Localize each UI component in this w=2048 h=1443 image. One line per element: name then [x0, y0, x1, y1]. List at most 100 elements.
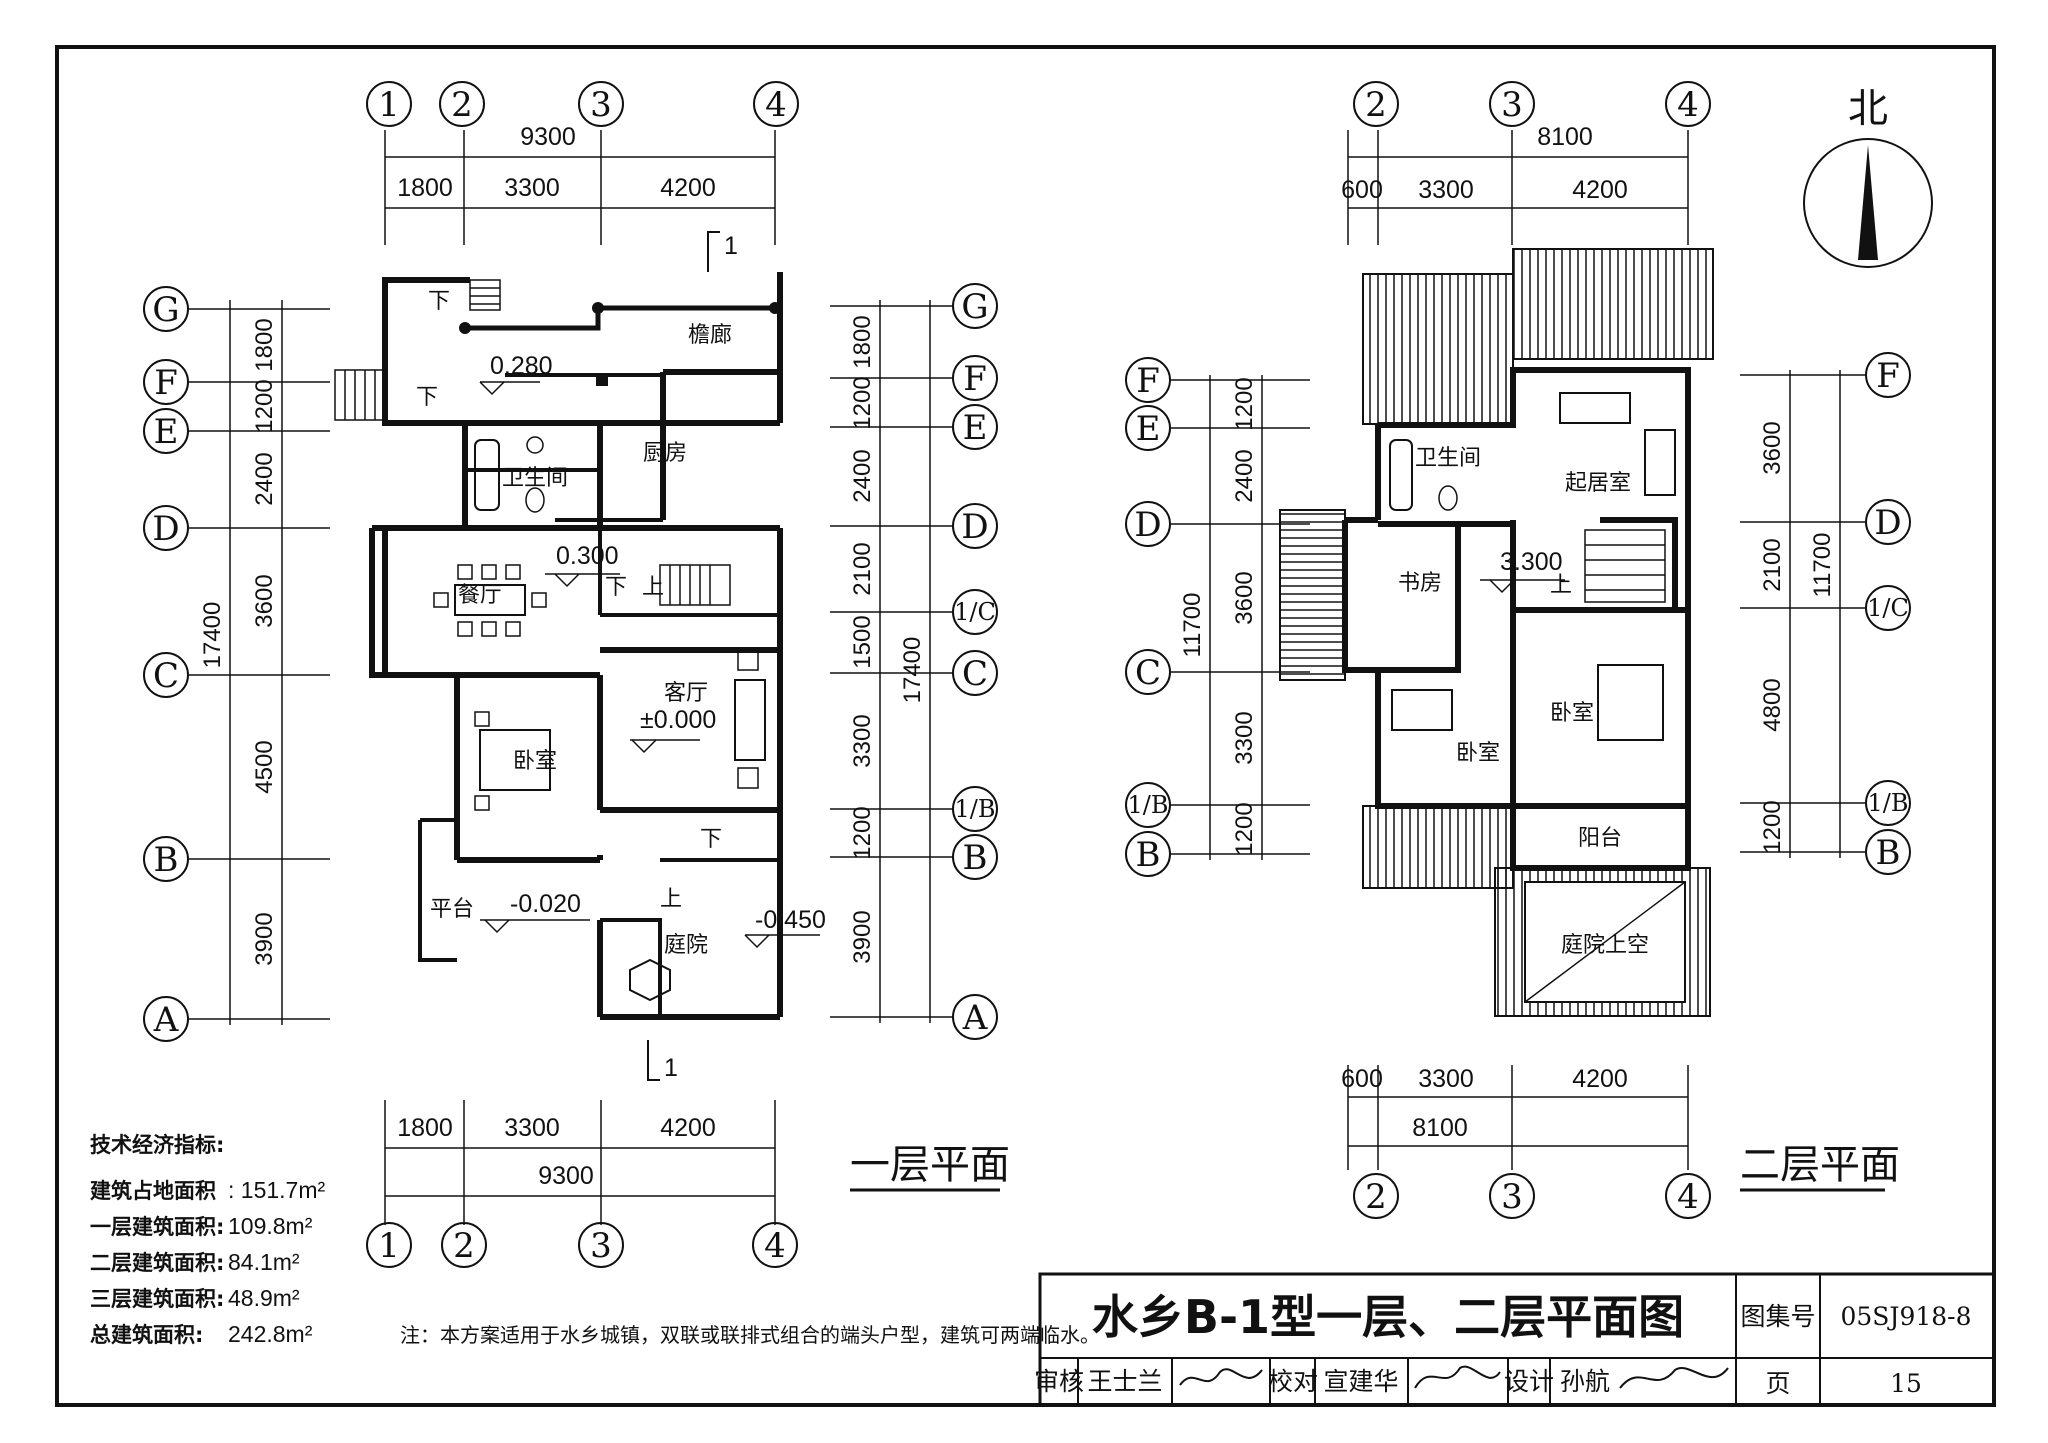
p1-dim-top-seg-2: 3300	[504, 174, 560, 202]
p2-axis-left-D: D	[1125, 501, 1171, 547]
stats-value-2: 109.8m²	[228, 1213, 313, 1239]
p2-dim-left-seg-4: 3300	[1231, 711, 1258, 764]
p1-section-mark-bottom: 1	[664, 1054, 678, 1082]
svg-text:A: A	[962, 998, 988, 1038]
tech-econ-stats: 技术经济指标: 建筑占地面积 : 151.7m² 一层建筑面积: 109.8m²…	[90, 1133, 325, 1347]
p1-dim-right-seg-5: 1500	[849, 615, 876, 668]
p2-dim-bottom-seg-3: 4200	[1572, 1065, 1628, 1093]
p1-dim-left-seg-3: 2400	[251, 452, 278, 505]
p1-axis-left-C: C	[143, 652, 189, 698]
p1-sofa	[734, 649, 766, 789]
svg-text:-0.450: -0.450	[755, 906, 826, 934]
design-signature	[1619, 1367, 1729, 1389]
p2-dim-right-seg-1: 3600	[1759, 421, 1786, 474]
p2-dim-total-top: 8100	[1537, 123, 1593, 151]
p1-up-label-1: 上	[642, 575, 664, 600]
p1-axis-bottom-1: 1	[366, 1222, 412, 1268]
p1-dim-right-seg-4: 2100	[849, 542, 876, 595]
stats-label-4: 三层建筑面积:	[90, 1287, 224, 1311]
p1-axis-right-E: E	[952, 404, 998, 450]
p2-roof-west	[1279, 509, 1346, 681]
p2-axis-bottom-4: 4	[1665, 1173, 1711, 1219]
p1-section-mark-top: 1	[724, 232, 738, 260]
stats-label-2: 一层建筑面积:	[90, 1215, 224, 1239]
p1-axis-right-C: C	[952, 650, 998, 696]
p2-axis-right-D: D	[1865, 499, 1911, 545]
second-floor-plan: 2 3 4 8100 600 3300 4200 北 F E D C 1/B B	[1125, 81, 1933, 1219]
svg-text:1/C: 1/C	[1867, 594, 1909, 622]
p1-room-living: 客厅	[664, 681, 708, 706]
p2-dim-left-total: 11700	[1179, 593, 1206, 658]
stats-label-1: 建筑占地面积	[90, 1179, 216, 1203]
svg-text:B: B	[963, 838, 988, 878]
p1-axis-right-1C: 1/C	[952, 589, 998, 635]
svg-text:1/B: 1/B	[1868, 789, 1909, 817]
check-label: 校对	[1268, 1367, 1318, 1396]
p2-dim-total-bottom: 8100	[1412, 1114, 1468, 1142]
p1-dim-left-seg-2: 1200	[251, 379, 278, 432]
p1-axis-left-E: E	[143, 408, 189, 454]
svg-text:4: 4	[765, 85, 787, 125]
p1-axis-right-D: D	[952, 503, 998, 549]
p1-dim-total-top: 9300	[520, 123, 576, 151]
p1-bed	[474, 711, 551, 811]
p1-stair-side	[334, 369, 386, 421]
p1-axis-bottom-4: 4	[752, 1222, 798, 1268]
p1-up-label-2: 上	[660, 887, 682, 912]
stats-value-5: 242.8m²	[228, 1321, 313, 1347]
p2-axis-right-1B: 1/B	[1865, 780, 1911, 826]
p2-dim-left-seg-3: 3600	[1231, 571, 1258, 624]
p1-axis-top-2: 2	[439, 81, 485, 127]
p2-bed-a	[1391, 689, 1453, 731]
svg-text:E: E	[963, 408, 988, 448]
svg-text:E: E	[1136, 409, 1161, 449]
svg-text:E: E	[154, 412, 179, 452]
svg-text:3: 3	[590, 1226, 612, 1266]
p1-room-dining: 餐厅	[458, 583, 502, 608]
atlas-label: 图集号	[1740, 1302, 1815, 1331]
p2-axis-top-3: 3	[1489, 81, 1535, 127]
p2-axis-bottom-2: 2	[1353, 1173, 1399, 1219]
p1-dim-total-bottom: 9300	[538, 1162, 594, 1190]
svg-text:1/B: 1/B	[1128, 791, 1169, 819]
stats-value-3: 84.1m²	[228, 1249, 300, 1275]
p1-room-kitchen: 厨房	[643, 441, 687, 466]
p2-bed-b	[1597, 664, 1664, 741]
p2-dim-right-seg-4: 1200	[1759, 800, 1786, 853]
p1-down-label-3: 下	[605, 575, 627, 600]
p1-axis-bottom-3: 3	[578, 1222, 624, 1268]
p1-dim-bottom-seg-1: 1800	[397, 1114, 453, 1142]
p2-dim-top-seg-3: 4200	[1572, 176, 1628, 204]
svg-text:B: B	[154, 840, 179, 880]
p1-dim-right-seg-3: 2400	[849, 449, 876, 502]
p2-dim-left-seg-5: 1200	[1231, 802, 1258, 855]
p1-axis-left-F: F	[143, 359, 189, 405]
atlas-number: 05SJ918-8	[1840, 1302, 1971, 1331]
check-name: 宣建华	[1323, 1367, 1398, 1396]
p1-room-bath: 卫生间	[502, 466, 568, 491]
p1-dim-left-total: 17400	[199, 602, 226, 669]
review-signature	[1179, 1368, 1263, 1386]
p1-axis-right-G: G	[952, 283, 998, 329]
p1-dining-table	[433, 564, 547, 637]
svg-text:D: D	[1874, 503, 1901, 543]
svg-text:3: 3	[1501, 85, 1523, 125]
p2-room-void: 庭院上空	[1561, 933, 1649, 958]
p1-axis-top-4: 4	[753, 81, 799, 127]
svg-text:D: D	[961, 507, 988, 547]
p1-courtyard-pavilion	[629, 958, 671, 1002]
svg-text:4: 4	[1677, 1177, 1699, 1217]
p2-axis-right-B: B	[1865, 829, 1911, 875]
p2-room-bedroom-b: 卧室	[1550, 701, 1594, 726]
p2-room-living: 起居室	[1565, 471, 1631, 496]
p1-room-courtyard: 庭院	[664, 933, 708, 958]
stats-label-3: 二层建筑面积:	[90, 1251, 224, 1275]
p2-toilet	[1438, 485, 1458, 511]
svg-text:4: 4	[764, 1226, 786, 1266]
stats-heading: 技术经济指标:	[90, 1133, 224, 1157]
svg-text:D: D	[1134, 505, 1161, 545]
p2-dim-right-seg-3: 4800	[1759, 678, 1786, 731]
p1-axis-left-A: A	[143, 996, 189, 1042]
page-number: 15	[1890, 1369, 1922, 1398]
